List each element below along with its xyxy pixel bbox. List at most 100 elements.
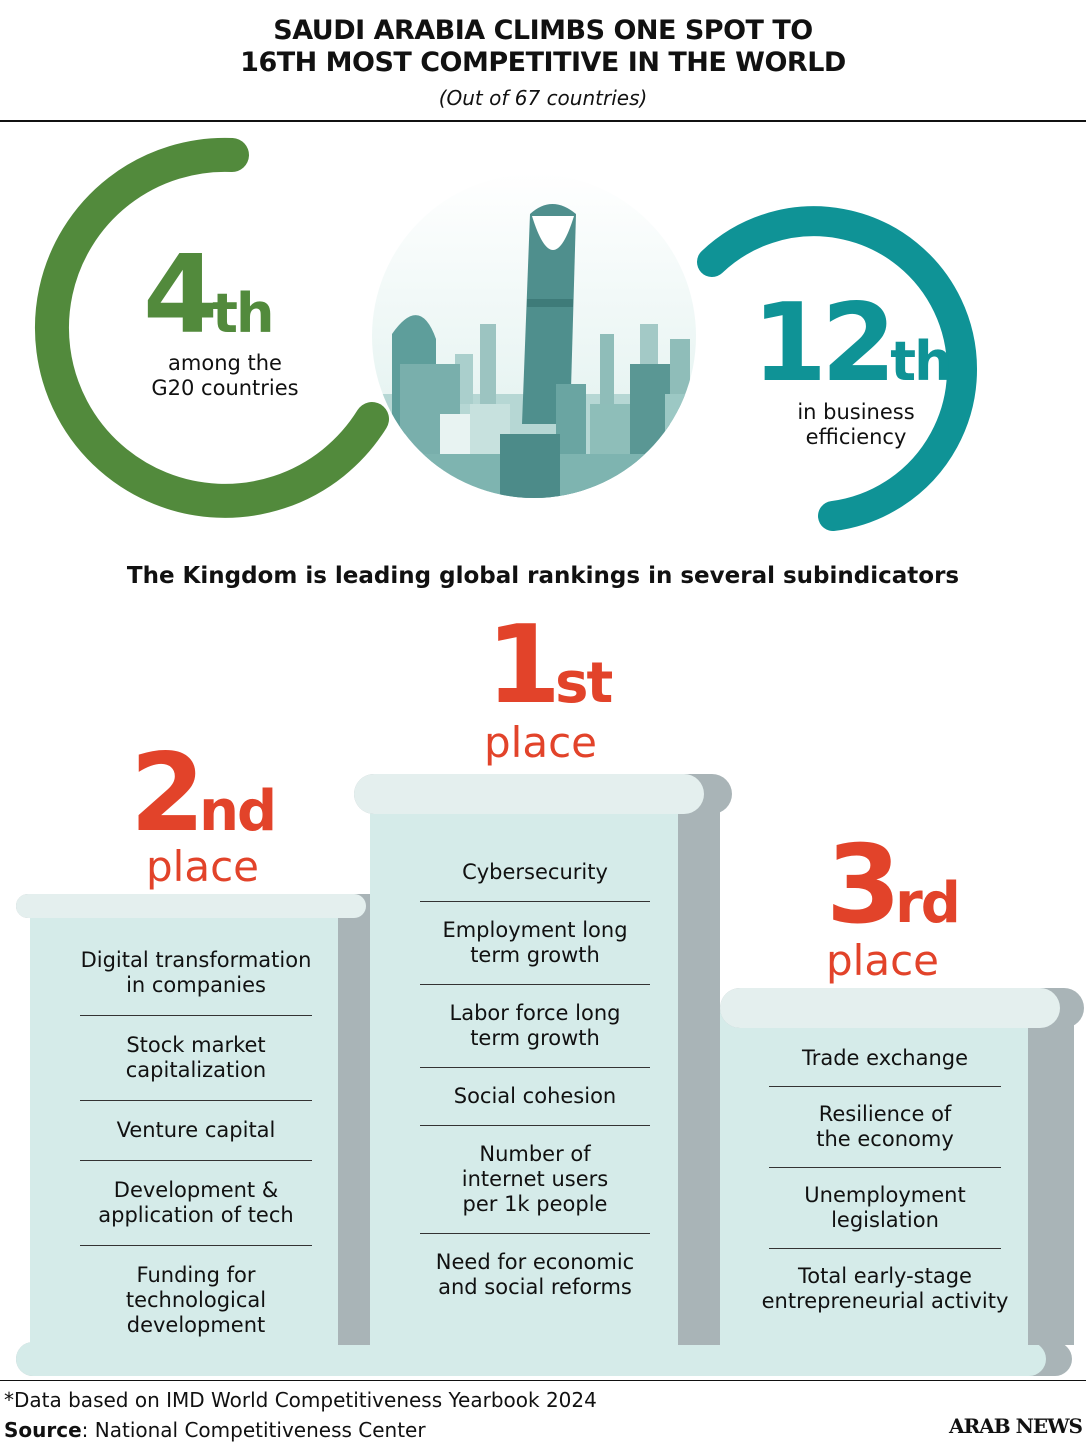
g20-caption: among the G20 countries [125, 351, 325, 401]
podium-list-divider [769, 1248, 1001, 1249]
g20-caption-line-2: G20 countries [151, 376, 299, 400]
podium-list-item-line: Employment long [442, 918, 628, 942]
podium-list-item-line: Number of [479, 1142, 591, 1166]
podium-list-item-line: term growth [470, 943, 600, 967]
podium-list-item: Cybersecurity [400, 860, 670, 885]
podium-list-item: Social cohesion [400, 1084, 670, 1109]
podium-list-divider [769, 1086, 1001, 1087]
podium-list-item-line: application of tech [98, 1203, 294, 1227]
podium-list-item-line: technological [125, 1288, 267, 1312]
podium-list-item-line: term growth [470, 1026, 600, 1050]
first-place-suffix: st [555, 651, 613, 716]
podium-list-divider [80, 1160, 312, 1161]
podium-list-item-line: Stock market [126, 1033, 266, 1057]
source-label: Source [4, 1418, 82, 1442]
podium-graphic [16, 774, 1084, 1376]
podium-list-item-line: the economy [816, 1127, 954, 1151]
podium-list-item-line: Funding for [136, 1263, 256, 1287]
first-place-word: place [484, 718, 597, 767]
business-caption-line-1: in business [797, 400, 915, 424]
podium-list-item-line: development [126, 1313, 266, 1337]
business-caption: in business efficiency [756, 400, 956, 450]
first-place-number: 1 [486, 603, 561, 728]
business-rank-suffix: th [890, 330, 952, 393]
podium-list-item-line: Development & [113, 1178, 279, 1202]
podium-list-divider [420, 1233, 650, 1234]
g20-rank-number: 4 [143, 233, 218, 358]
business-caption-line-2: efficiency [805, 425, 907, 449]
podium-list-item-line: Digital transformation [80, 948, 312, 972]
podium-list-divider [420, 1125, 650, 1126]
podium-list-divider [420, 901, 650, 902]
rank-rings-graphic [34, 137, 977, 531]
podium-list-divider [420, 984, 650, 985]
leading-text: The Kingdom is leading global rankings i… [126, 563, 960, 589]
podium-list-item-line: Cybersecurity [462, 860, 608, 884]
third-place-rank: 3rd [826, 832, 961, 940]
second-place-word: place [146, 842, 259, 891]
podium-list-item-line: legislation [831, 1208, 939, 1232]
teal-ring [697, 206, 977, 531]
podium-list-item-line: per 1k people [462, 1192, 608, 1216]
podium-list-divider [80, 1015, 312, 1016]
podium-list-divider [420, 1067, 650, 1068]
third-place-number: 3 [826, 823, 901, 948]
business-rank-number: 12 [752, 281, 896, 406]
first-place-rank: 1st [486, 612, 613, 720]
second-place-rank: 2nd [130, 740, 277, 848]
second-place-number: 2 [130, 731, 205, 856]
podium-list-item-line: Resilience of [818, 1102, 952, 1126]
podium-list-item-line: Labor force long [449, 1001, 621, 1025]
podium-list-item: Venture capital [50, 1118, 342, 1143]
podium-list-divider [80, 1245, 312, 1246]
podium-list-item-line: Need for economic [435, 1250, 635, 1274]
podium-list-item-line: Total early-stage [798, 1264, 972, 1288]
city-photo-icon [372, 174, 696, 498]
third-place-suffix: rd [895, 871, 961, 936]
podium-list-item-line: Venture capital [116, 1118, 276, 1142]
podium-list-divider [769, 1167, 1001, 1168]
podium-list-item-line: internet users [461, 1167, 609, 1191]
third-place-word: place [826, 936, 939, 985]
title-line-1: SAUDI ARABIA CLIMBS ONE SPOT TO [273, 15, 813, 46]
business-rank: 12th [752, 290, 953, 398]
podium-first-block [370, 800, 720, 1345]
second-place-suffix: nd [199, 779, 277, 844]
green-ring [34, 137, 389, 518]
podium-second-block [30, 915, 382, 1345]
podium-list-item: Development &application of tech [50, 1178, 342, 1228]
podium-list-item-line: Social cohesion [453, 1084, 617, 1108]
podium-list-divider [80, 1100, 312, 1101]
source-text: : National Competitiveness Center [81, 1418, 426, 1442]
subtitle: (Out of 67 countries) [438, 86, 648, 110]
header-rule [0, 120, 1086, 122]
footer-note: *Data based on IMD World Competitiveness… [4, 1388, 597, 1412]
g20-rank-suffix: th [212, 282, 274, 345]
footer-source: Source: National Competitiveness Center [4, 1418, 426, 1442]
podium-list-item-line: in companies [126, 973, 266, 997]
podium-list-item-line: and social reforms [438, 1275, 632, 1299]
podium-list-item: Trade exchange [740, 1046, 1030, 1071]
arab-news-logo: ARAB NEWS [949, 1414, 1083, 1438]
podium-list-item-line: Unemployment [804, 1183, 966, 1207]
footer-rule [0, 1380, 1086, 1381]
g20-rank: 4th [143, 242, 274, 350]
title-line-2: 16TH MOST COMPETITIVE IN THE WORLD [240, 47, 846, 78]
podium-list-item-line: Trade exchange [801, 1046, 969, 1070]
podium-list-item-line: entrepreneurial activity [761, 1289, 1009, 1313]
podium-third-block [720, 1010, 1074, 1345]
g20-caption-line-1: among the [168, 351, 282, 375]
podium-list-item-line: capitalization [125, 1058, 267, 1082]
